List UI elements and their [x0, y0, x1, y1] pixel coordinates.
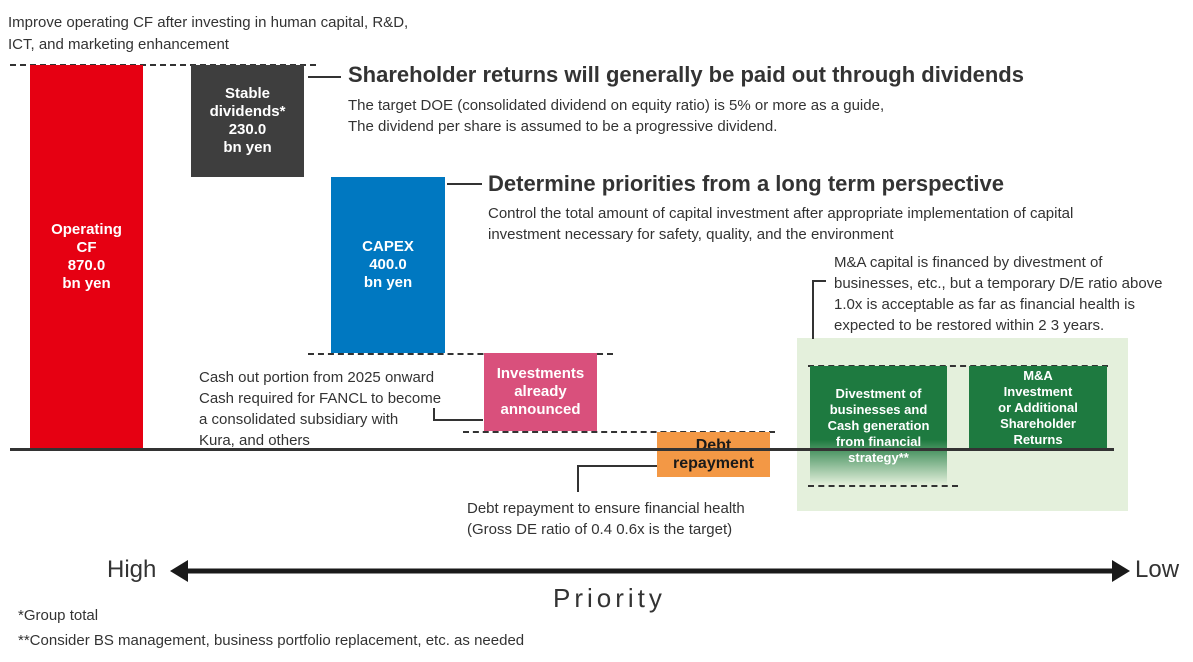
leader-investments-v	[433, 408, 435, 420]
debt-desc-line2: (Gross DE ratio of 0.4 0.6x is the targe…	[467, 521, 733, 538]
footnote-bs-management: **Consider BS management, business portf…	[18, 632, 525, 649]
dashed-line-investments-bottom	[463, 431, 775, 433]
ma-label-4: Shareholder	[1000, 415, 1076, 431]
dividends-heading: Shareholder returns will generally be pa…	[348, 62, 1024, 87]
ma-desc-line4: expected to be restored within 2 3 years…	[834, 317, 1105, 334]
stable-dividends-label-2: dividends*	[209, 103, 286, 120]
divestment-label-4: from financial	[835, 434, 922, 449]
capex-heading: Determine priorities from a long term pe…	[488, 171, 1004, 196]
priority-arrow	[170, 560, 1130, 582]
capex-description: Control the total amount of capital inve…	[488, 203, 1073, 245]
leader-debt-v	[577, 466, 579, 492]
divestment-label-1: Divestment of	[835, 386, 922, 401]
ma-label-3: or Additional	[998, 399, 1078, 415]
top-note-line2: ICT, and marketing enhancement	[8, 36, 229, 53]
dashed-line-capex-bottom	[308, 353, 613, 355]
operating-cf-label-4: bn yen	[62, 275, 111, 292]
ma-desc-line3: 1.0x is acceptable as far as financial h…	[834, 296, 1136, 313]
top-note: Improve operating CF after investing in …	[8, 12, 408, 56]
operating-cf-label-2: CF	[76, 239, 97, 256]
operating-cf-bar: Operating CF 870.0 bn yen	[30, 65, 143, 449]
stable-dividends-label-1: Stable	[224, 85, 270, 102]
dividends-desc-line1: The target DOE (consolidated dividend on…	[348, 97, 885, 114]
divestment-label-2: businesses and	[829, 402, 928, 417]
axis-high-label: High	[107, 556, 157, 583]
baseline	[10, 448, 1114, 451]
leader-debt-h	[577, 465, 657, 467]
capex-bar: CAPEX 400.0 bn yen	[331, 177, 445, 353]
axis-title: Priority	[553, 583, 666, 613]
capex-desc-line1: Control the total amount of capital inve…	[488, 205, 1074, 222]
divestment-bar: Divestment of businesses and Cash genera…	[810, 366, 947, 485]
ma-desc-line2: businesses, etc., but a temporary D/E ra…	[834, 275, 1163, 292]
debt-desc-line1: Debt repayment to ensure financial healt…	[467, 500, 745, 517]
axis-low-label: Low	[1135, 556, 1180, 583]
leader-dividends	[308, 76, 341, 78]
investments-label-1: Investments	[496, 365, 585, 382]
stable-dividends-bar: Stable dividends* 230.0 bn yen	[191, 65, 304, 177]
debt-label-1: Debt	[695, 436, 732, 454]
ma-investment-bar: M&A Investment or Additional Shareholder…	[969, 366, 1107, 449]
dashed-line-ma-bottom	[808, 485, 958, 487]
ma-desc-line1: M&A capital is financed by divestment of	[834, 254, 1103, 271]
operating-cf-label-1: Operating	[51, 221, 122, 238]
investments-description: Cash out portion from 2025 onward Cash r…	[199, 367, 441, 451]
investments-desc-line4: Kura, and others	[199, 432, 310, 449]
footnote-group-total: *Group total	[18, 607, 99, 624]
debt-repayment-bar: Debt repayment	[657, 432, 770, 477]
investments-label-2: already	[514, 383, 567, 400]
capex-label-3: bn yen	[363, 274, 413, 291]
capex-label-2: 400.0	[369, 256, 407, 273]
stable-dividends-label-4: bn yen	[223, 139, 272, 156]
ma-label-5: Returns	[1013, 431, 1063, 447]
stable-dividends-label-3: 230.0	[228, 121, 267, 138]
divestment-label-3: Cash generation	[827, 418, 930, 433]
divestment-label-5: strategy**	[848, 450, 909, 465]
ma-label-1: M&A	[1023, 367, 1053, 383]
investments-label-3: announced	[500, 401, 581, 418]
investments-desc-line3: a consolidated subsidiary with	[199, 411, 399, 428]
dashed-line-ma-top	[808, 365, 1108, 367]
ma-description: M&A capital is financed by divestment of…	[834, 252, 1163, 336]
debt-description: Debt repayment to ensure financial healt…	[467, 498, 745, 540]
ma-label-2: Investment	[1003, 383, 1073, 399]
investments-announced-bar: Investments already announced	[484, 353, 597, 431]
leader-capex	[447, 183, 482, 185]
leader-ma-v	[812, 281, 814, 339]
top-note-line1: Improve operating CF after investing in …	[8, 14, 409, 31]
investments-desc-line1: Cash out portion from 2025 onward	[199, 369, 435, 386]
dividends-description: The target DOE (consolidated dividend on…	[348, 95, 884, 137]
dividends-desc-line2: The dividend per share is assumed to be …	[348, 118, 778, 135]
capex-desc-line2: investment necessary for safety, quality…	[488, 226, 894, 243]
debt-label-2: repayment	[673, 454, 754, 472]
operating-cf-label-3: 870.0	[67, 257, 106, 274]
dashed-line-top	[10, 64, 316, 66]
capex-label-1: CAPEX	[362, 238, 414, 255]
leader-investments-h	[433, 419, 483, 421]
investments-desc-line2: Cash required for FANCL to become	[199, 390, 442, 407]
leader-ma-h	[812, 280, 826, 282]
